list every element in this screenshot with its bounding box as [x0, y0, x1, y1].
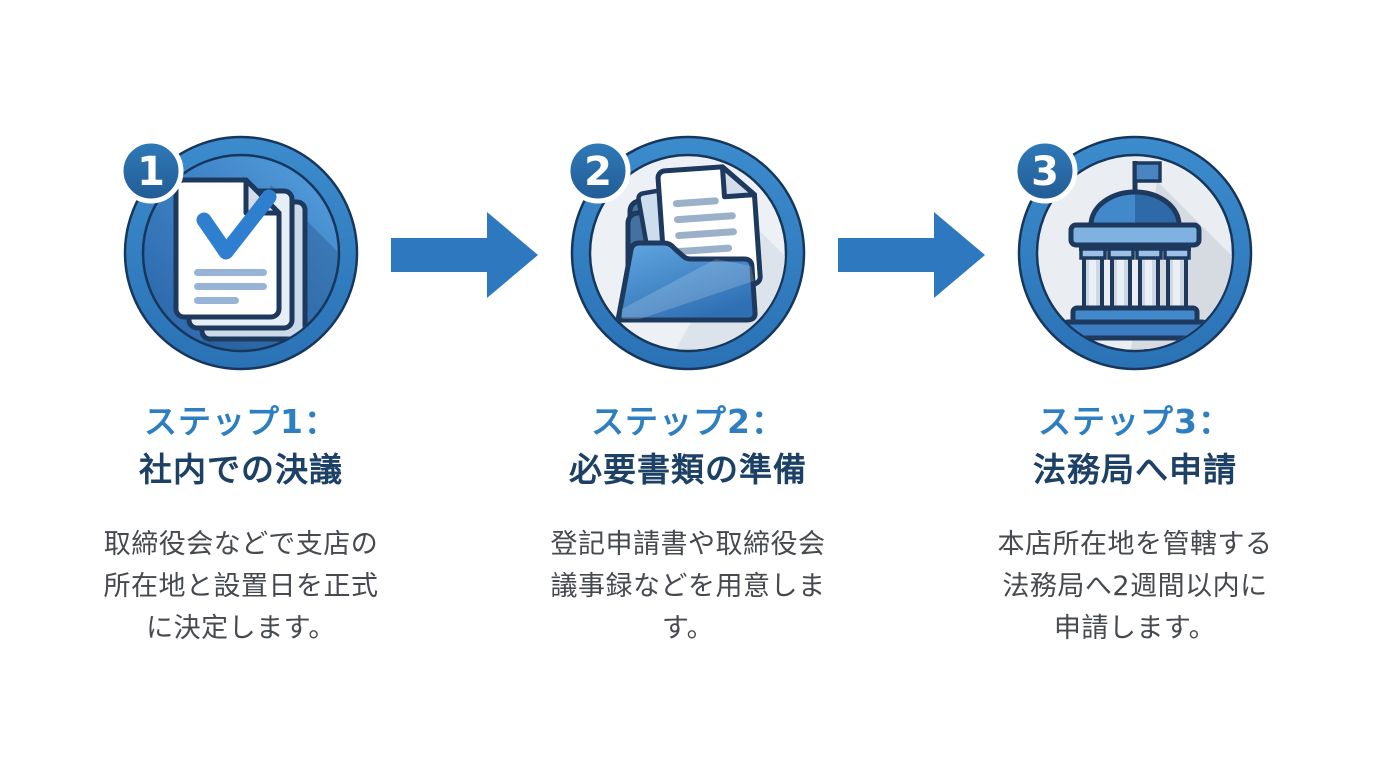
- step-2-icon-wrap: 2: [558, 123, 808, 373]
- government-building-icon: 3: [1012, 135, 1253, 371]
- step-title: ステップ2： 必要書類の準備: [538, 398, 838, 494]
- step-title-line1: ステップ1：: [144, 402, 338, 441]
- step-title-line1: ステップ2：: [591, 402, 785, 441]
- flow-row: 1 ステップ1： 社内での決議 取締役会などで支店の 所在地と設置日を正式 に決…: [91, 123, 1285, 650]
- step-3-icon-wrap: 3: [1005, 123, 1255, 373]
- step-card-1: 1 ステップ1： 社内での決議 取締役会などで支店の 所在地と設置日を正式 に決…: [91, 123, 391, 650]
- step-title: ステップ1： 社内での決議: [91, 398, 391, 494]
- step-card-3: 3 ステップ3： 法務局へ申請 本店所在地を管轄する 法務局へ2週間以内に 申請…: [985, 123, 1285, 650]
- folder-with-documents: [615, 164, 785, 349]
- step-1-icon-wrap: 1: [111, 123, 361, 373]
- step-number-badge: 1: [118, 138, 184, 204]
- step-title-line1: ステップ3：: [1038, 402, 1232, 441]
- step-description: 登記申請書や取締役会 議事録などを用意しま す。: [550, 529, 826, 644]
- step-description: 本店所在地を管轄する 法務局へ2週間以内に 申請します。: [997, 529, 1273, 644]
- step-number-badge: 2: [565, 138, 631, 204]
- step-title-line2: 社内での決議: [139, 450, 343, 489]
- step-number-badge: 3: [1012, 138, 1078, 204]
- step-number: 1: [137, 149, 165, 195]
- arrow-right-icon: [391, 212, 538, 298]
- arrow-right-icon: [838, 212, 985, 298]
- folder-documents-icon: 2: [565, 135, 806, 371]
- step-title: ステップ3： 法務局へ申請: [985, 398, 1285, 494]
- step-title-line2: 必要書類の準備: [569, 450, 807, 489]
- step-number: 2: [584, 149, 612, 195]
- arrow-right-icon: [838, 210, 985, 300]
- arrow-right-icon: [391, 210, 538, 300]
- step-title-line2: 法務局へ申請: [1033, 450, 1237, 489]
- step-number: 3: [1031, 149, 1059, 195]
- documents-stack: [173, 177, 338, 350]
- documents-check-icon: 1: [118, 135, 359, 371]
- step-description: 取締役会などで支店の 所在地と設置日を正式 に決定します。: [103, 529, 379, 644]
- step-card-2: 2 ステップ2： 必要書類の準備 登記申請書や取締役会 議事録などを用意しま す…: [538, 123, 838, 650]
